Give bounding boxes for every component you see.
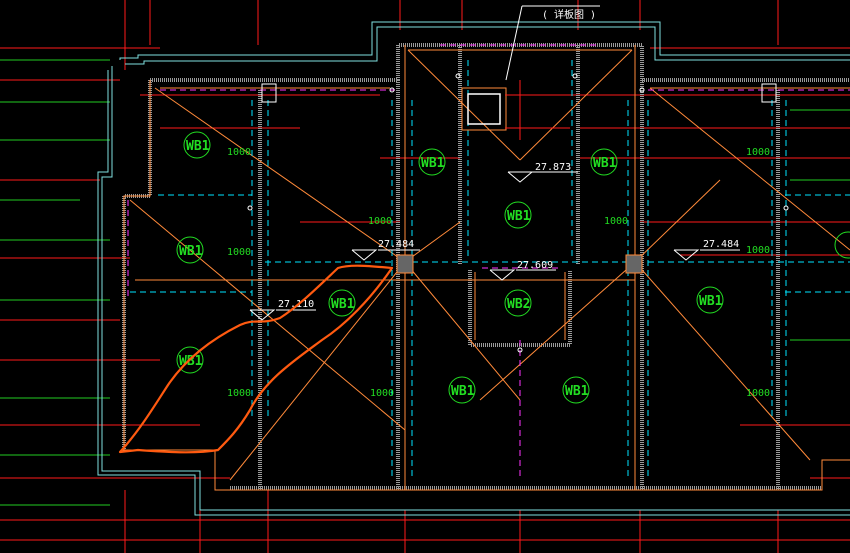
slab-tag: WB1: [507, 209, 531, 224]
dashed-lines-magenta: [127, 44, 850, 480]
elevation-label: 27.484: [703, 239, 739, 250]
thickness-label: 1000: [227, 388, 251, 399]
thickness-label: 1000: [746, 245, 770, 256]
slab-tag: WB1: [186, 139, 210, 154]
stair-opening: [461, 80, 570, 140]
small-features: [247, 73, 789, 353]
thickness-label: 1000: [746, 388, 770, 399]
elevation-label: 27.873: [535, 162, 571, 173]
thickness-label: 1000: [227, 147, 251, 158]
outer-wall-outline: [97, 21, 850, 516]
column-right: [625, 254, 643, 274]
slab-tag: WB1: [565, 384, 589, 399]
grid-lines-green: [0, 59, 850, 506]
slab-tag: WB1: [593, 156, 617, 171]
elevation-labels: 27.873 27.484 27.609 27.484 27.110: [278, 162, 739, 310]
elevation-label: 27.609: [517, 260, 553, 271]
slab-tag: WB1: [451, 384, 475, 399]
slab-tag: WB1: [421, 156, 445, 171]
slab-tag-alt: WB2: [507, 297, 530, 312]
elevation-label: 27.110: [278, 299, 314, 310]
thickness-label: 1000: [227, 247, 251, 258]
column-left: [396, 254, 414, 274]
slab-tags: [176, 131, 850, 404]
dashed-lines-cyan: [130, 60, 850, 480]
thickness-label: 1000: [604, 216, 628, 227]
thickness-label: 1000: [368, 216, 392, 227]
slab-tag: WB1: [179, 244, 203, 259]
thickness-labels: 1000 1000 1000 1000 1000 1000 1000 1000 …: [227, 147, 770, 399]
slab-tag-labels: WB1 WB1 WB1 WB1 WB1 WB1 WB2 WB1 WB1 WB1 …: [179, 139, 723, 399]
slab-tag: WB1: [699, 294, 723, 309]
thickness-label: 1000: [746, 147, 770, 158]
thickness-label: 1000: [370, 388, 394, 399]
markup-freehand: [118, 264, 394, 454]
callout-text: ( 详板图 ): [542, 8, 596, 21]
columns: [396, 254, 643, 274]
slab-tag: WB1: [331, 297, 355, 312]
grid-lines-vertical: [124, 0, 779, 553]
elevation-markers: [249, 171, 740, 321]
grid-lines-horizontal: [0, 47, 850, 541]
callout-leader: [505, 5, 600, 81]
elevation-label: 27.484: [378, 239, 414, 250]
